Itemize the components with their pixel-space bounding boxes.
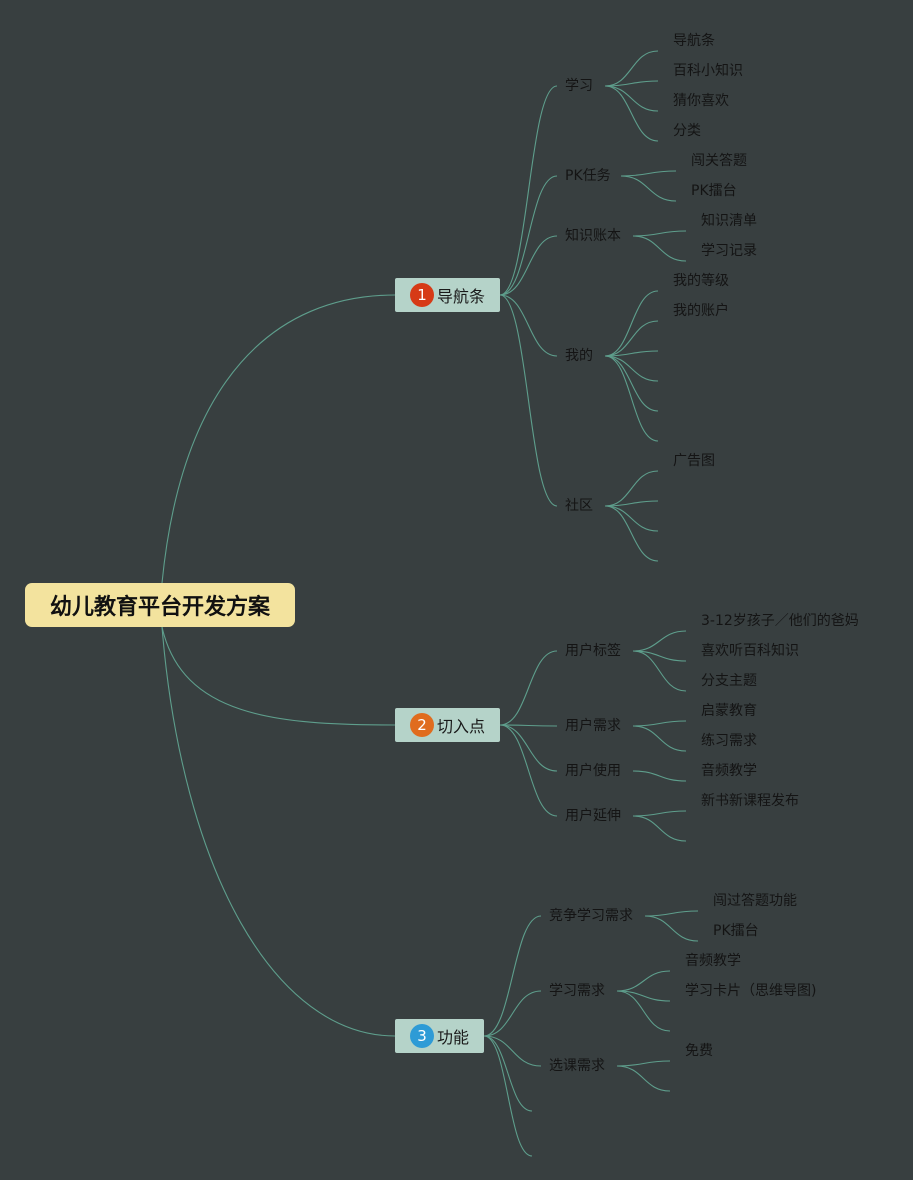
leaf-label[interactable]: 我的等级 — [673, 273, 729, 289]
topic-link — [483, 915, 542, 1037]
leaf-link — [632, 810, 687, 817]
leaf-link — [632, 720, 687, 727]
subtopic-label[interactable]: 社区 — [565, 498, 593, 514]
subtopic-label[interactable]: 用户使用 — [565, 763, 621, 779]
leaf-link — [604, 290, 659, 357]
subtopic-label[interactable]: 选课需求 — [549, 1058, 605, 1074]
leaf-link — [644, 915, 699, 942]
leaf-link — [604, 320, 659, 357]
leaf-label[interactable]: PK擂台 — [691, 183, 737, 199]
number-badge-icon: 2 — [410, 713, 434, 737]
root-topic[interactable]: 幼儿教育平台开发方案 — [25, 583, 295, 627]
leaf-link — [616, 1060, 671, 1067]
leaf-link — [620, 175, 677, 202]
subtopic-label[interactable]: 用户需求 — [565, 718, 621, 734]
leaf-link — [632, 725, 687, 752]
topic-link — [499, 724, 558, 772]
leaf-link — [644, 910, 699, 917]
subtopic-label[interactable]: 知识账本 — [565, 228, 621, 244]
leaf-label[interactable]: 3-12岁孩子／他们的爸妈 — [701, 613, 859, 629]
subtopic-label[interactable]: 用户延伸 — [565, 808, 621, 824]
leaf-link — [604, 355, 659, 412]
leaf-link — [632, 770, 687, 782]
subtopic-label[interactable]: 用户标签 — [565, 643, 621, 659]
leaf-link — [604, 85, 659, 112]
leaf-link — [604, 500, 659, 507]
subtopic-label[interactable]: 学习 — [565, 78, 593, 94]
root-link — [161, 626, 396, 1037]
topic-link — [499, 294, 558, 357]
leaf-link — [616, 970, 671, 992]
topic-link — [499, 724, 558, 727]
leaf-link — [604, 350, 659, 357]
topic-link — [499, 235, 558, 296]
leaf-link — [620, 170, 677, 177]
leaf-link — [604, 85, 659, 142]
topic-link — [499, 85, 558, 296]
leaf-label[interactable]: 广告图 — [673, 453, 715, 469]
topic-link — [483, 1035, 533, 1157]
leaf-link — [604, 505, 659, 532]
leaf-label[interactable]: 猜你喜欢 — [673, 93, 729, 109]
leaf-link — [604, 80, 659, 87]
leaf-link — [632, 650, 687, 692]
topic-link — [499, 724, 558, 817]
leaf-link — [604, 505, 659, 562]
leaf-link — [632, 815, 687, 842]
leaf-label[interactable]: 导航条 — [673, 33, 715, 49]
leaf-link — [604, 355, 659, 442]
subtopic-label[interactable]: PK任务 — [565, 168, 611, 184]
leaf-label[interactable]: 免费 — [685, 1043, 713, 1059]
topic-link — [499, 175, 558, 296]
main-topic-label: 导航条 — [437, 287, 486, 306]
leaf-label[interactable]: 音频教学 — [685, 953, 741, 969]
leaf-label[interactable]: 分类 — [673, 123, 701, 139]
leaf-link — [604, 470, 659, 507]
leaf-label[interactable]: 分支主题 — [701, 673, 757, 689]
number-badge-icon: 3 — [410, 1024, 434, 1048]
topic-link — [483, 1035, 533, 1112]
topic-link — [483, 990, 542, 1037]
number-badge-icon: 1 — [410, 283, 434, 307]
leaf-link — [632, 235, 687, 262]
leaf-label[interactable]: 练习需求 — [701, 733, 757, 749]
leaf-label[interactable]: 我的账户 — [673, 303, 729, 319]
leaf-link — [616, 1065, 671, 1092]
leaf-link — [604, 355, 659, 382]
topic-link — [499, 294, 558, 507]
leaf-label[interactable]: 学习卡片（思维导图) — [685, 983, 817, 999]
leaf-link — [632, 630, 687, 652]
leaf-link — [632, 230, 687, 237]
root-link — [161, 626, 396, 726]
leaf-label[interactable]: 新书新课程发布 — [701, 793, 799, 809]
leaf-link — [616, 990, 671, 1032]
leaf-label[interactable]: 闯关答题 — [691, 153, 747, 169]
root-link — [161, 294, 396, 584]
leaf-label[interactable]: 喜欢听百科知识 — [701, 643, 799, 659]
topic-link — [483, 1035, 542, 1067]
root-title: 幼儿教育平台开发方案 — [49, 595, 270, 620]
leaf-label[interactable]: 知识清单 — [701, 213, 757, 229]
leaf-label[interactable]: 闯过答题功能 — [713, 893, 797, 909]
leaf-label[interactable]: 百科小知识 — [673, 63, 743, 79]
leaf-label[interactable]: 学习记录 — [701, 243, 757, 259]
leaf-label[interactable]: 音频教学 — [701, 763, 757, 779]
topic-link — [499, 650, 558, 726]
subtopic-label[interactable]: 竞争学习需求 — [549, 908, 633, 924]
leaf-label[interactable]: PK擂台 — [713, 923, 759, 939]
main-topic-label: 切入点 — [437, 717, 486, 736]
leaf-label[interactable]: 启蒙教育 — [701, 703, 757, 719]
leaf-link — [604, 50, 659, 87]
main-topic-label: 功能 — [437, 1028, 470, 1047]
subtopic-label[interactable]: 学习需求 — [549, 983, 605, 999]
subtopic-label[interactable]: 我的 — [565, 348, 593, 364]
